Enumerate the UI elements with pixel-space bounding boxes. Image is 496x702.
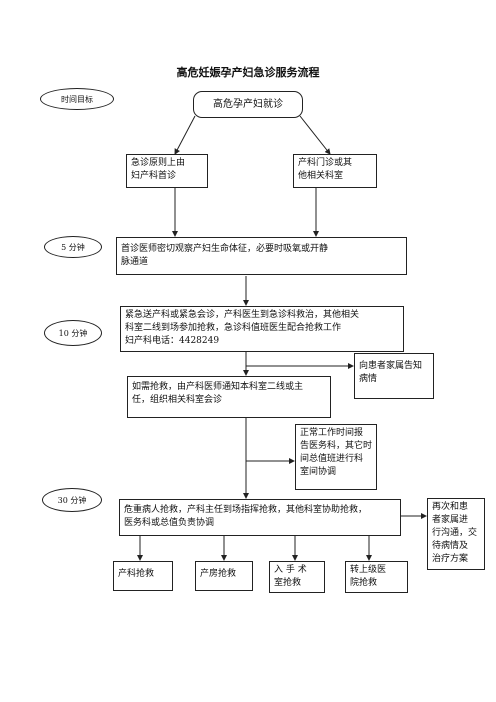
- time-10min-ellipse: 10 分钟: [44, 320, 102, 346]
- node-clinic: 产科门诊或其 他相关科室: [293, 154, 377, 188]
- node-rescue-obstetrics: 产科抢救: [113, 561, 173, 591]
- node-communicate: 再次和患 者家属进 行沟通，交 待病情及 治疗方案: [427, 498, 485, 570]
- arrow-start-to-clinic: [299, 115, 331, 155]
- node-consult: 如需抢救，由产科医师通知本科室二线或主 任，组织相关科室会诊: [127, 376, 331, 418]
- node-emergency: 紧急送产科或紧急会诊，产科医生到急诊科救治，其他相关 科室二线到场参加抢救，急诊…: [120, 306, 404, 352]
- node-start: 高危孕产妇就诊: [193, 91, 303, 118]
- node-rescue-operating-room: 入 手 术 室抢救: [269, 561, 325, 593]
- node-rescue-transfer: 转上级医 院抢救: [345, 561, 408, 593]
- node-report: 正常工作时间报 告医务科，其它时 间总值班进行科 室间协调: [295, 424, 377, 490]
- time-5min-ellipse: 5 分钟: [44, 236, 102, 258]
- node-first-doctor: 首诊医师密切观察产妇生命体征，必要时吸氧或开静 脉通道: [116, 237, 407, 275]
- node-rescue-delivery-room: 产房抢救: [195, 561, 253, 591]
- node-inform-family: 向患者家属告知 病情: [354, 353, 434, 399]
- node-er-principle: 急诊原则上由 妇产科首诊: [126, 154, 208, 188]
- time-30min-ellipse: 30 分钟: [42, 488, 102, 512]
- arrow-start-to-er: [174, 115, 196, 155]
- time-target-ellipse: 时间目标: [40, 88, 114, 110]
- node-critical: 危重病人抢救，产科主任到场指挥抢救，其他科室协助抢救， 医务科或总值负责协调: [119, 499, 401, 536]
- page-title: 高危妊娠孕产妇急诊服务流程: [176, 66, 320, 79]
